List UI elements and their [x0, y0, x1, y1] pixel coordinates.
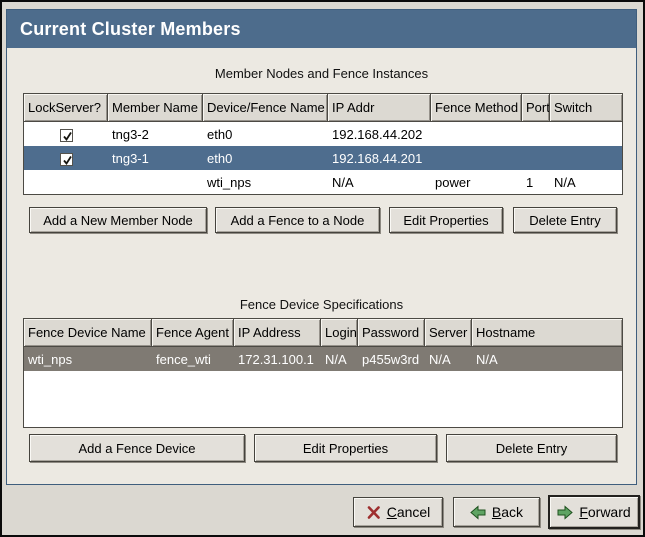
back-arrow-icon: [470, 505, 486, 520]
cell-port: [522, 146, 550, 170]
cell-ip: 172.31.100.1: [234, 347, 321, 371]
column-header-switch[interactable]: Switch: [550, 94, 622, 122]
cell-lockserver: [24, 146, 108, 170]
column-header-fence-device-name[interactable]: Fence Device Name: [24, 319, 152, 347]
table-row[interactable]: tng3-1eth0192.168.44.201: [24, 146, 622, 170]
cell-method: [431, 122, 522, 146]
column-header-login[interactable]: Login: [321, 319, 358, 347]
lockserver-checkbox[interactable]: [60, 153, 73, 166]
forward-arrow-icon: [557, 505, 573, 520]
cell-ip: N/A: [328, 170, 431, 194]
column-header-fence-method[interactable]: Fence Method: [431, 94, 522, 122]
table-row[interactable]: tng3-2eth0192.168.44.202: [24, 122, 622, 146]
cell-hostname: N/A: [472, 347, 622, 371]
back-button[interactable]: Back: [453, 497, 540, 527]
forward-button-label: Forward: [579, 504, 630, 520]
cell-device: eth0: [203, 146, 328, 170]
cell-password: p455w3rd: [358, 347, 425, 371]
cell-method: power: [431, 170, 522, 194]
table-row[interactable]: wti_npsfence_wti172.31.100.1N/Ap455w3rdN…: [24, 347, 622, 371]
column-header-lockserver[interactable]: LockServer?: [24, 94, 108, 122]
cancel-x-icon: [366, 505, 381, 520]
table-row[interactable]: wti_npsN/Apower1N/A: [24, 170, 622, 194]
cell-login: N/A: [321, 347, 358, 371]
fence-devices-button-row: Add a Fence Device Edit Properties Delete …: [7, 434, 636, 462]
column-header-hostname[interactable]: Hostname: [472, 319, 622, 347]
header-row: LockServer?Member NameDevice/Fence NameI…: [24, 94, 622, 122]
cell-switch: N/A: [550, 170, 622, 194]
cell-server: N/A: [425, 347, 472, 371]
add-a-new-member-node-button[interactable]: Add a New Member Node: [29, 207, 207, 233]
cell-agent: fence_wti: [152, 347, 234, 371]
header-row: Fence Device NameFence AgentIP AddressLo…: [24, 319, 622, 347]
edit-properties-button[interactable]: Edit Properties: [389, 207, 503, 233]
column-header-ip-address[interactable]: IP Address: [234, 319, 321, 347]
column-header-server[interactable]: Server: [425, 319, 472, 347]
column-header-member-name[interactable]: Member Name: [108, 94, 203, 122]
content-panel: Current Cluster Members Member Nodes and…: [6, 9, 637, 485]
cell-lockserver: [24, 170, 108, 194]
forward-button[interactable]: Forward: [548, 495, 640, 529]
cell-member_name: [108, 170, 203, 194]
cancel-button-label: Cancel: [387, 504, 431, 520]
cell-port: [522, 122, 550, 146]
page-title-text: Current Cluster Members: [20, 19, 241, 39]
cancel-button[interactable]: Cancel: [353, 497, 443, 527]
cell-switch: [550, 146, 622, 170]
delete-entry-button[interactable]: Delete Entry: [513, 207, 617, 233]
edit-properties-button[interactable]: Edit Properties: [254, 434, 437, 462]
cell-lockserver: [24, 122, 108, 146]
column-header-port[interactable]: Port: [522, 94, 550, 122]
add-a-fence-device-button[interactable]: Add a Fence Device: [29, 434, 245, 462]
cell-method: [431, 146, 522, 170]
cell-switch: [550, 122, 622, 146]
cell-device: eth0: [203, 122, 328, 146]
column-header-ip-addr[interactable]: IP Addr: [328, 94, 431, 122]
cell-ip: 192.168.44.202: [328, 122, 431, 146]
delete-entry-button[interactable]: Delete Entry: [446, 434, 617, 462]
lockserver-checkbox[interactable]: [60, 129, 73, 142]
cell-member_name: tng3-1: [108, 146, 203, 170]
empty-list-area: [24, 371, 622, 427]
column-header-device-fence-name[interactable]: Device/Fence Name: [203, 94, 328, 122]
column-header-password[interactable]: Password: [358, 319, 425, 347]
column-header-fence-agent[interactable]: Fence Agent: [152, 319, 234, 347]
cell-name: wti_nps: [24, 347, 152, 371]
cell-ip: 192.168.44.201: [328, 146, 431, 170]
page-title: Current Cluster Members: [7, 10, 636, 48]
add-a-fence-to-a-node-button[interactable]: Add a Fence to a Node: [215, 207, 380, 233]
fence-devices-table-caption: Fence Device Specifications: [7, 297, 636, 312]
cell-member_name: tng3-2: [108, 122, 203, 146]
members-button-row: Add a New Member Node Add a Fence to a No…: [7, 207, 636, 233]
cell-port: 1: [522, 170, 550, 194]
cell-device: wti_nps: [203, 170, 328, 194]
fence-devices-table: Fence Device NameFence AgentIP AddressLo…: [23, 318, 623, 428]
member-nodes-table: LockServer?Member NameDevice/Fence NameI…: [23, 93, 623, 195]
members-table-caption: Member Nodes and Fence Instances: [7, 66, 636, 81]
back-button-label: Back: [492, 504, 523, 520]
